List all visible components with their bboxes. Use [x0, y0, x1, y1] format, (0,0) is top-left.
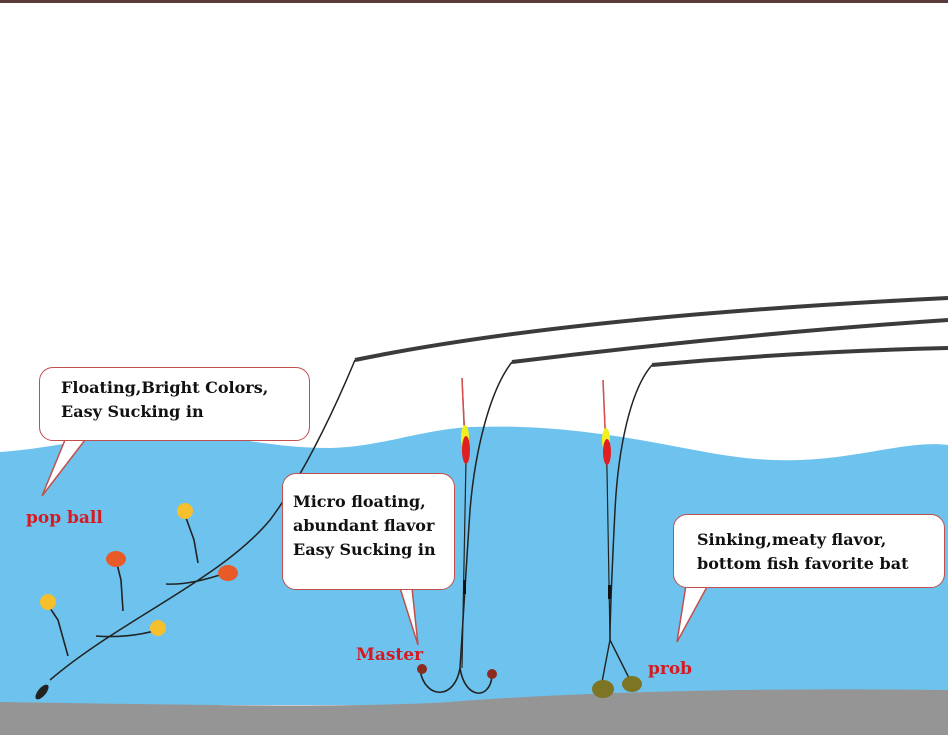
- lake-bottom: [0, 689, 948, 735]
- lead-weight: [35, 684, 49, 700]
- master-bait: [417, 664, 427, 674]
- callout-text: abundant flavor: [293, 516, 435, 535]
- float-3-bottom: [603, 439, 611, 465]
- callout-text: Micro floating,: [293, 492, 426, 511]
- master-hooks: [419, 667, 493, 694]
- callout-text: Floating,Bright Colors,: [61, 378, 269, 397]
- master-bait: [487, 669, 497, 679]
- rod-2: [511, 318, 948, 364]
- rod-3: [651, 346, 948, 367]
- prob-hooks: [601, 639, 631, 683]
- top-border: [0, 0, 948, 3]
- pop-ball-yellow: [40, 594, 56, 610]
- callout-text: bottom fish favorite bat: [697, 554, 909, 573]
- water: [0, 426, 948, 705]
- callout-text: Easy Sucking in: [293, 540, 436, 559]
- callout-prob: Sinking,meaty flavor, bottom fish favori…: [673, 514, 945, 588]
- fishing-line-1: [49, 359, 356, 681]
- label-prob: prob: [648, 659, 693, 679]
- pop-ball-orange: [106, 551, 126, 567]
- pop-ball-yellow: [150, 620, 166, 636]
- pop-ball-orange: [218, 565, 238, 581]
- fishing-line-3: [609, 364, 653, 641]
- callout-pop-ball: Floating,Bright Colors, Easy Sucking in: [39, 367, 310, 441]
- callout-text: Sinking,meaty flavor,: [697, 530, 887, 549]
- rod-1: [354, 296, 948, 362]
- prob-bait: [622, 676, 642, 692]
- label-master: Master: [356, 645, 424, 665]
- callout-master: Micro floating, abundant flavor Easy Suc…: [282, 473, 455, 590]
- pop-ball-yellow: [177, 503, 193, 519]
- label-pop-ball: pop ball: [26, 508, 103, 528]
- float-2-bottom: [462, 436, 470, 464]
- prob-bait: [592, 680, 614, 698]
- callout-text: Easy Sucking in: [61, 402, 204, 421]
